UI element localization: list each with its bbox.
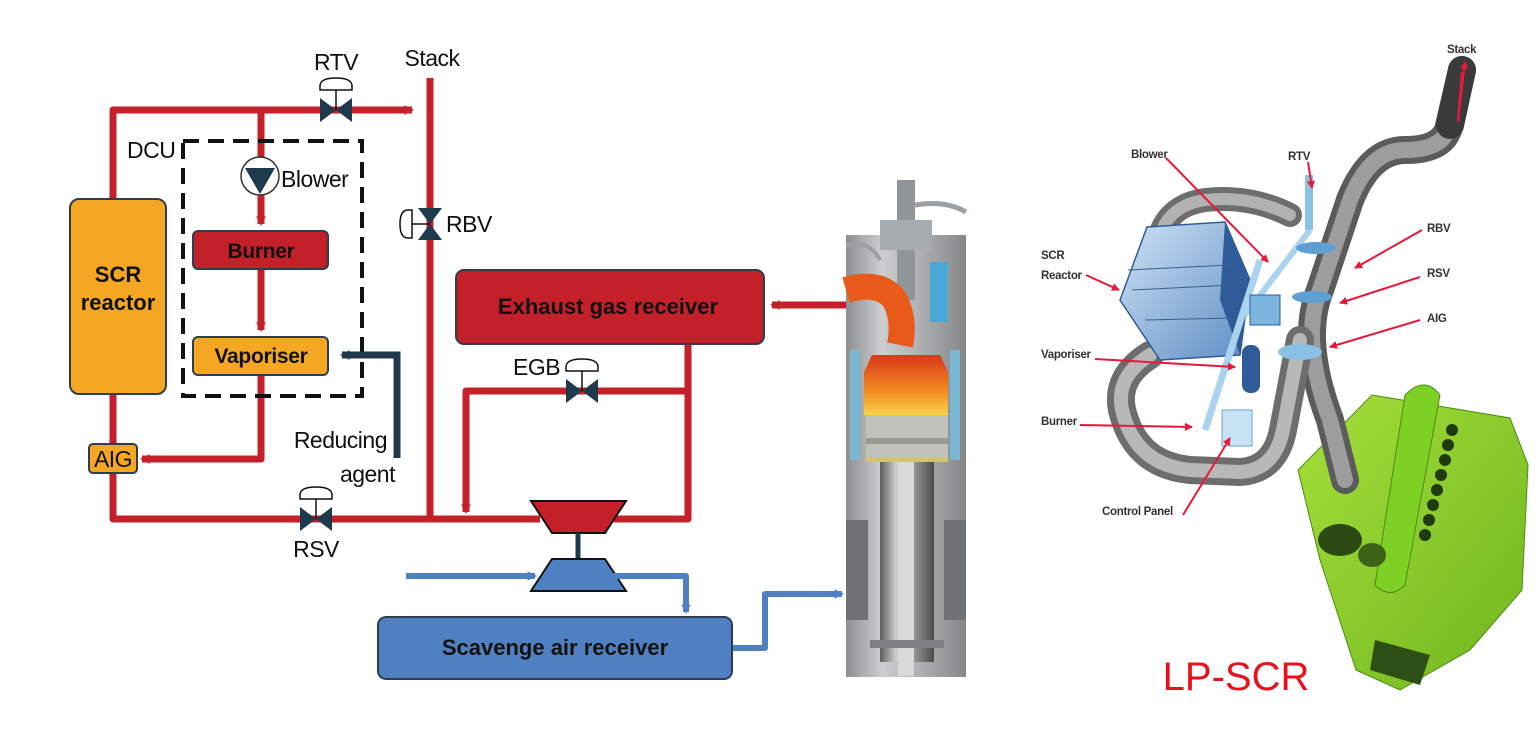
vaporiser-to-aig (140, 375, 265, 464)
aig-label-3d: AIG (1427, 313, 1447, 325)
burner-label-3d: Burner (1041, 416, 1078, 428)
egb-bypass-line (461, 387, 688, 514)
vaporiser: Vaporiser (192, 336, 329, 376)
rtv-valve: RTV (314, 49, 360, 122)
turbocharger (529, 500, 628, 592)
reducing-agent-label-2: agent (340, 461, 396, 487)
blower: Blower (240, 156, 350, 196)
receiver-to-engine (732, 589, 844, 651)
rsv-valve: RSV (293, 486, 341, 562)
dcu-components-3d (1201, 175, 1336, 447)
dcu-boundary (181, 139, 364, 398)
rtv-label-3d: RTV (1288, 151, 1311, 163)
turbine (529, 500, 628, 534)
stack-callout (1457, 71, 1463, 121)
exhaust-piping-3d (1106, 56, 1476, 494)
burner-callout (1079, 422, 1193, 431)
rbv-label: RBV (446, 211, 493, 237)
dcu-label: DCU (127, 137, 175, 163)
reducing-agent-line (340, 350, 401, 458)
aig: AIG (88, 443, 138, 474)
rtv-label: RTV (314, 49, 359, 75)
rsv-callout (1339, 276, 1421, 305)
scr-reactor-label-2: reactor (81, 290, 156, 315)
scavenge-air-lines (406, 571, 844, 651)
rsv-label: RSV (293, 536, 340, 562)
scavenge-air-receiver-label: Scavenge air receiver (442, 635, 669, 660)
scr-reactor-label-1: SCR (95, 262, 142, 287)
scavenge-air-receiver: Scavenge air receiver (377, 616, 733, 680)
rsv-label-3d: RSV (1427, 268, 1450, 280)
aig-label: AIG (94, 446, 132, 472)
engine-cylinder-illustration (842, 180, 968, 677)
exhaust-gas-lines (109, 78, 846, 523)
blower-label-3d: Blower (1131, 149, 1168, 161)
blower-callout (1165, 157, 1269, 263)
stack-label: Stack (404, 45, 460, 71)
compressor (529, 558, 628, 592)
scr-schematic: DCU Blower SCR reactor Burner Vaporiser … (69, 45, 968, 680)
rbv-label-3d: RBV (1427, 223, 1451, 235)
control-panel-callout (1182, 437, 1231, 516)
scr-reactor-label-3d-1: SCR (1041, 250, 1065, 262)
stack-label-3d: Stack (1447, 44, 1477, 56)
egb-valve: EGB (513, 354, 599, 403)
burner: Burner (192, 230, 329, 270)
scr-to-stack-line (109, 105, 414, 198)
exhaust-gas-receiver: Exhaust gas receiver (455, 269, 765, 345)
burner-label: Burner (227, 240, 294, 263)
vaporiser-callout (1094, 358, 1236, 371)
scr-reactor: SCR reactor (69, 198, 167, 395)
turbine-to-receiver (600, 344, 692, 523)
lp-scr-title: LP-SCR (1163, 655, 1310, 699)
egb-label: EGB (513, 354, 560, 380)
scr-reactor-3d (1119, 221, 1251, 361)
aig-callout (1329, 319, 1421, 349)
rtv-callout (1306, 161, 1315, 189)
lp-scr-3d-illustration: Stack Blower RTV SCR Reactor RBV RSV AIG… (1041, 44, 1529, 699)
blower-label: Blower (281, 166, 349, 192)
vaporiser-label: Vaporiser (214, 345, 307, 368)
rbv-callout (1354, 229, 1423, 269)
compressor-to-receiver (612, 573, 691, 614)
scr-reactor-label-3d-2: Reactor (1041, 270, 1083, 282)
exhaust-gas-receiver-label: Exhaust gas receiver (498, 294, 719, 319)
reducing-agent-label-1: Reducing (294, 427, 387, 453)
vaporiser-label-3d: Vaporiser (1041, 349, 1092, 361)
bottom-line (109, 472, 540, 523)
scr-reactor-callout (1085, 274, 1120, 291)
control-panel-label-3d: Control Panel (1102, 506, 1173, 518)
callouts (1079, 71, 1463, 516)
rbv-valve: RBV (399, 208, 493, 240)
